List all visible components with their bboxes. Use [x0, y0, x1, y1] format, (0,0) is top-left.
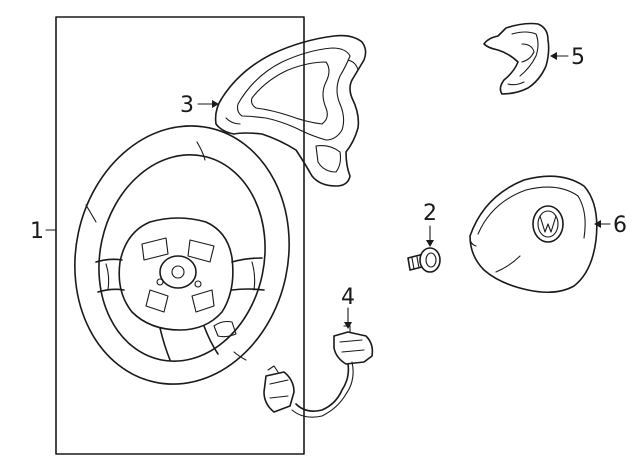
arrow-5-icon [550, 52, 557, 60]
arrow-6-icon [594, 220, 601, 228]
steering-wheel-part[interactable] [51, 106, 312, 404]
arrow-2-icon [426, 240, 434, 247]
trim-cover-part[interactable] [214, 34, 367, 187]
callout-4: 4 [341, 285, 355, 310]
wiring-harness-part[interactable] [263, 325, 374, 418]
control-switch-part[interactable] [483, 22, 550, 95]
callout-6: 6 [613, 213, 627, 238]
arrow-4-icon [344, 322, 352, 329]
assembly-frame [55, 16, 305, 455]
leader-lines [45, 52, 611, 329]
callout-5: 5 [571, 45, 585, 70]
screw-part[interactable] [407, 247, 441, 273]
arrow-3-icon [212, 100, 219, 108]
callout-1: 1 [30, 219, 44, 244]
airbag-module-part[interactable] [469, 175, 598, 294]
callout-3: 3 [180, 93, 194, 118]
callout-2: 2 [423, 201, 437, 226]
